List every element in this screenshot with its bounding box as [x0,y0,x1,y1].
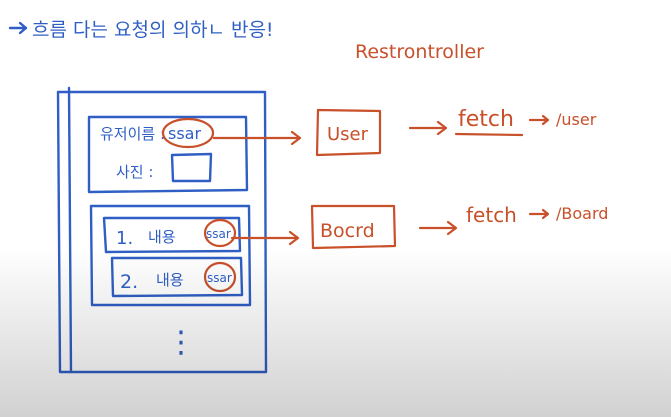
board-fetch-label: fetch [466,203,517,227]
user-fetch-arrow [408,120,448,136]
board-item-1-text: 내용 [148,228,176,246]
date-input-box [170,152,213,183]
board-controller-box [310,204,397,250]
page-frame-inner-line [67,86,73,374]
user-name-value: ssar [168,124,201,143]
board-fetch-arrow [418,220,458,236]
board-item-2-number: 2. [120,271,138,293]
user-to-controller-arrow [212,130,302,146]
board-item-1-author: ssar [206,227,231,241]
board-item-2-text: 내용 [156,271,184,289]
user-controller-label: User [327,124,369,145]
user-name-label: 유저이름 : [100,125,165,143]
user-endpoint-arrow [528,114,550,126]
board-item-2-author: ssar [207,271,232,285]
user-fetch-label: fetch [458,107,514,132]
board-item-2-author-highlight [203,261,237,293]
more-items-ellipsis: ⋮ [166,325,196,360]
board-item-1 [102,216,242,254]
user-fetch-underline [454,132,524,137]
date-label: 사진 : [116,163,153,181]
user-controller-box [315,108,382,157]
board-item-1-author-highlight [203,218,237,248]
board-endpoint: /Board [556,204,608,223]
user-endpoint: /user [556,110,597,129]
board-endpoint-arrow [528,208,550,220]
header-arrow-icon [8,21,28,35]
user-value-highlight [161,117,215,149]
header-note: 흐름 다는 요청의 의하ㄴ 반응! [32,19,274,41]
board-controller-label: Bocrd [320,220,375,242]
board-to-controller-arrow [230,230,300,246]
user-info-panel [87,115,249,194]
controller-label: Restrontroller [355,41,484,63]
board-item-1-number: 1. [116,228,133,249]
page-frame-outer [56,90,268,374]
board-item-2 [110,256,244,298]
board-list-panel [89,204,252,307]
